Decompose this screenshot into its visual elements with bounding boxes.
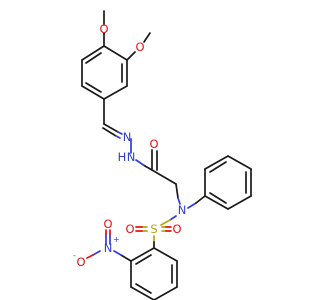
sulfonamide-group <box>135 215 177 249</box>
phenyl-ring <box>187 155 252 210</box>
atom-o-nitro-left: O <box>76 255 85 269</box>
atom-n-hydrazone-1: N <box>123 130 132 144</box>
atom-o-sulfonyl-right: O <box>172 222 181 236</box>
methoxy-right-group <box>126 32 151 61</box>
atom-h-hydrazone: H <box>118 150 127 164</box>
atom-n-nitro: N <box>104 241 113 255</box>
atom-o-methoxy-right: O <box>135 40 144 54</box>
nitrobenzene-ring <box>130 247 178 300</box>
atom-o-sulfonyl-left: O <box>125 222 134 236</box>
amide-carbonyl <box>151 149 177 185</box>
atom-o-carbonyl: O <box>149 137 158 151</box>
atom-o-methoxy-top: O <box>99 22 108 36</box>
molecule-structure-diagram: O O N N H O N S O O N + O O - <box>73 10 252 300</box>
hydrazone-linkage <box>102 98 153 171</box>
molecule-svg: O O N N H O N S O O N + O O - <box>73 10 252 300</box>
nitro-n-charge: + <box>113 235 120 244</box>
atom-n-hydrazone-2: N <box>127 150 136 164</box>
atom-n-sulfonamide: N <box>178 203 187 217</box>
dimethoxyphenyl-ring <box>81 45 128 100</box>
methylene-to-n <box>175 183 181 205</box>
atom-o-nitro-top: O <box>103 217 112 231</box>
nitro-group <box>86 229 132 262</box>
nitro-o-charge: - <box>73 251 76 260</box>
atom-s-sulfonyl: S <box>150 222 157 236</box>
